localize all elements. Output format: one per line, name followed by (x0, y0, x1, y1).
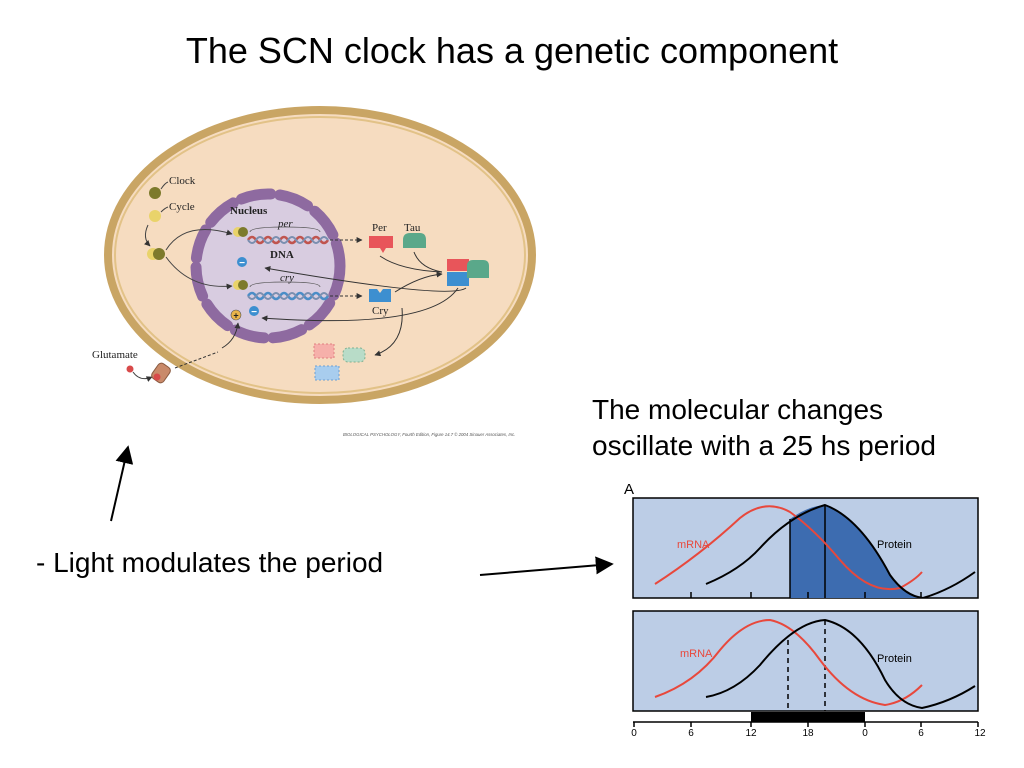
glutamate-input: Glutamate (92, 322, 241, 384)
figure-credit: BIOLOGICAL PSYCHOLOGY, Fourth Edition, F… (343, 432, 515, 437)
svg-text:−: − (251, 307, 257, 318)
label-per-gene: per (277, 218, 293, 230)
oscillation-note-line1: The molecular changes (592, 394, 884, 425)
proteins: Per Tau Cry (261, 222, 489, 381)
cry-gene: cry − + (230, 272, 330, 321)
x-tick-label: 18 (802, 728, 814, 739)
bottom-panel: mRNA Protein (632, 610, 979, 712)
top-mrna-label: mRNA (677, 539, 710, 551)
oscillation-chart: A mRNA Protein mRNA Protein (624, 481, 986, 739)
top-protein-curve (705, 503, 976, 598)
glutamate-receptor (151, 362, 171, 384)
light-note: - Light modulates the period (36, 547, 384, 578)
x-tick-label: 0 (862, 728, 868, 739)
label-clock: Clock (169, 175, 196, 187)
label-dna: DNA (270, 249, 294, 261)
panel-label: A (624, 481, 634, 498)
label-cry-protein: Cry (372, 305, 389, 317)
oscillation-note-line2: oscillate with a 25 hs period (592, 430, 936, 462)
light-pointer-arrow-up (110, 445, 134, 522)
label-glutamate: Glutamate (92, 349, 138, 361)
degraded-cry (314, 365, 340, 381)
svg-text:+: + (233, 311, 238, 321)
x-tick-label: 6 (918, 728, 924, 739)
x-tick-label: 6 (688, 728, 694, 739)
nucleus (190, 188, 346, 344)
top-mrna-curve (654, 505, 923, 591)
per-gene: per DNA − (233, 218, 330, 269)
cell-diagram: Nucleus Clock Cycle per DNA − (92, 106, 536, 437)
bottom-protein-curve (705, 618, 976, 710)
x-tick-label: 12 (974, 728, 986, 739)
degraded-per (313, 343, 335, 359)
tau-protein-shape (403, 233, 426, 248)
bottom-protein-label: Protein (877, 653, 912, 665)
degraded-tau (342, 347, 366, 363)
label-nucleus: Nucleus (230, 205, 268, 217)
minus-inhibition-per-icon (237, 257, 247, 267)
clock-cycle-pathway: Clock Cycle (144, 175, 233, 290)
per-protein-shape (369, 236, 393, 253)
oscillation-note: The molecular changes oscillate with a 2… (592, 392, 1022, 465)
label-per-protein: Per (372, 222, 387, 234)
light-pointer-arrow-right (479, 556, 614, 576)
x-axis-ticks (633, 722, 979, 727)
top-protein-label: Protein (877, 539, 912, 551)
label-cry-gene: cry (280, 272, 294, 284)
bottom-mrna-label: mRNA (680, 648, 713, 660)
plus-activation-icon (230, 309, 242, 321)
top-panel: mRNA Protein (632, 497, 979, 599)
label-tau: Tau (404, 222, 421, 234)
per-cry-complex (447, 259, 469, 271)
x-tick-label: 12 (745, 728, 757, 739)
svg-text:−: − (239, 258, 245, 269)
slide-title: The SCN clock has a genetic component (185, 30, 839, 71)
label-cycle: Cycle (169, 201, 195, 213)
x-tick-label: 0 (631, 728, 637, 739)
cry-protein-shape (369, 289, 391, 302)
dark-phase-bar (751, 712, 865, 722)
minus-inhibition-cry-icon (249, 306, 259, 316)
